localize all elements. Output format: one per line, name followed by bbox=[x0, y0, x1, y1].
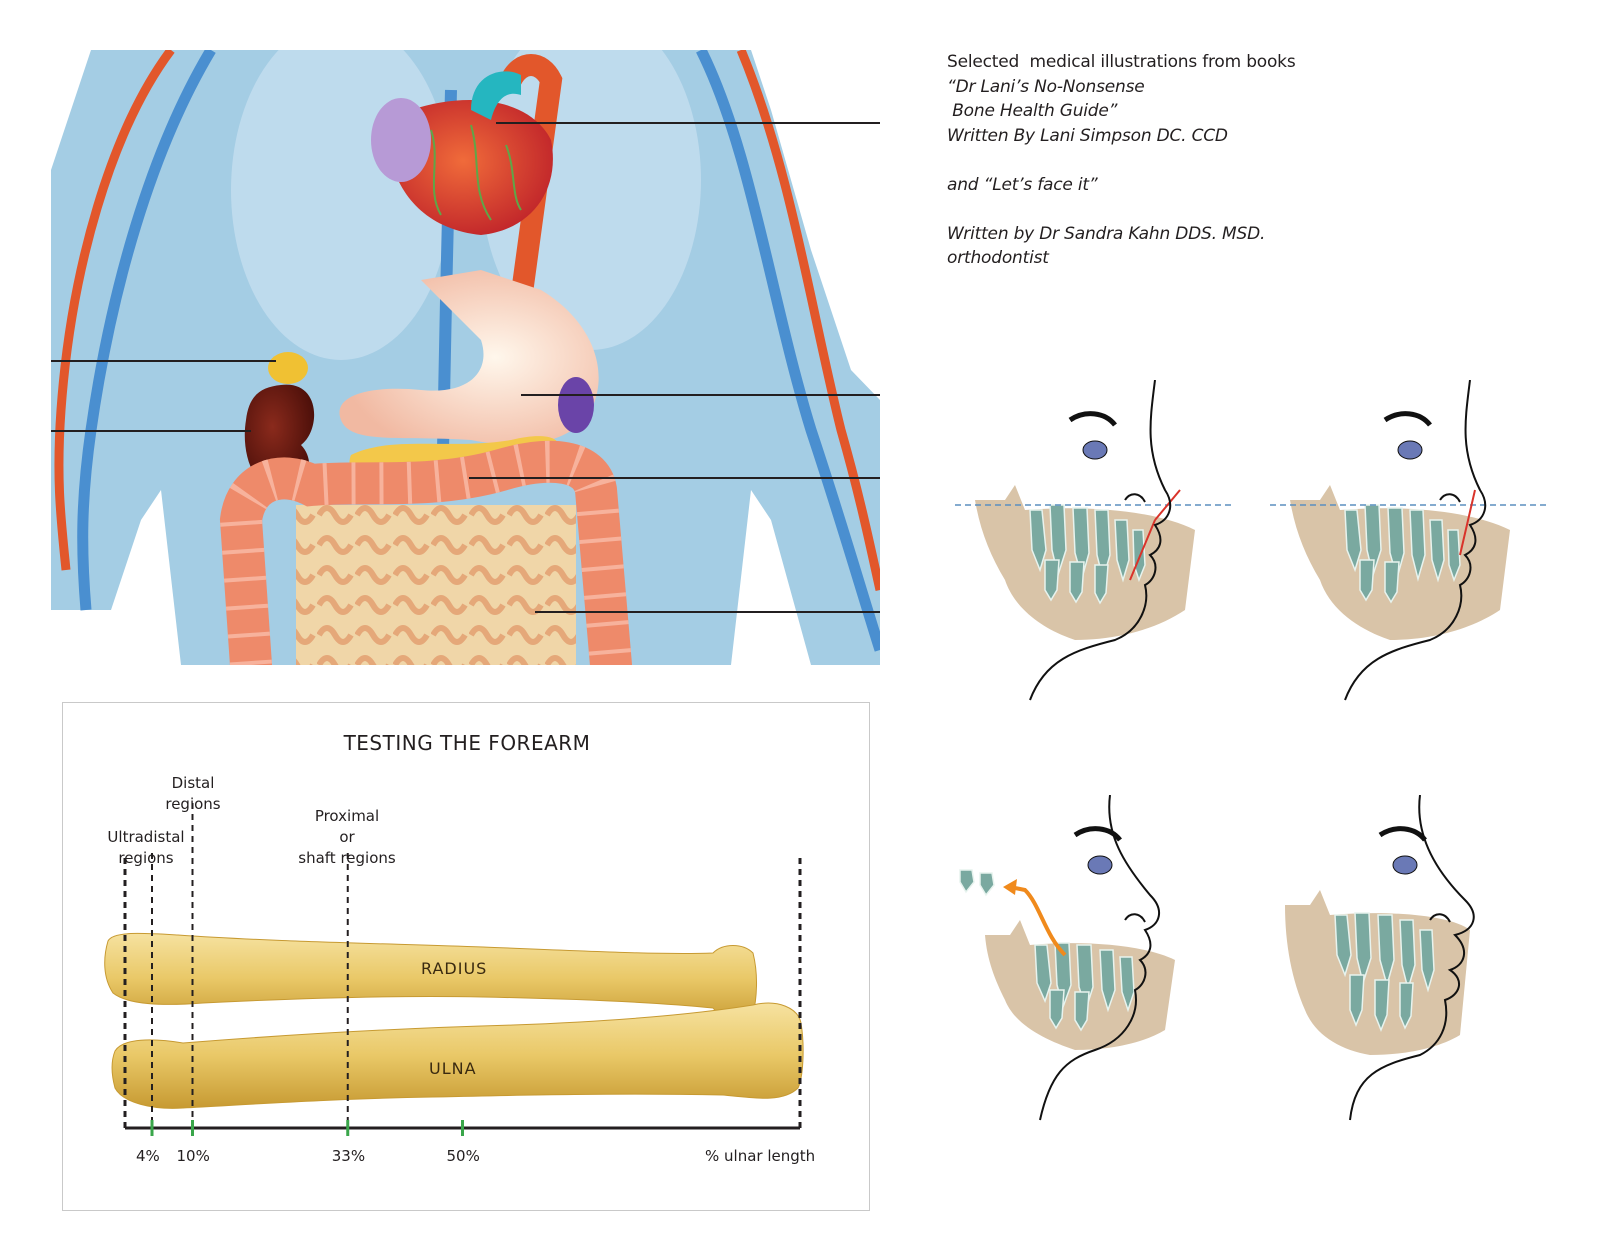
tick-mark-4 bbox=[150, 1120, 154, 1136]
left-arm-artery bbox=[54, 50, 175, 571]
torso-anatomy-figure bbox=[51, 50, 880, 665]
distal-label: Distal regions bbox=[165, 774, 221, 813]
jaw-3-figure bbox=[959, 795, 1175, 1121]
face-profile-3 bbox=[1039, 795, 1160, 1121]
jaw-1-figure bbox=[955, 380, 1235, 701]
caption-line: orthodontist bbox=[947, 248, 1049, 268]
pulmonary-artery bbox=[471, 71, 521, 120]
caption-spacer bbox=[947, 197, 1547, 222]
caption-block: Selected medical illustrations from book… bbox=[947, 50, 1547, 271]
face-profile-4 bbox=[1349, 795, 1475, 1121]
proximal-label: Proximal or shaft regions bbox=[298, 807, 396, 867]
tick-label: 33% bbox=[331, 1147, 366, 1165]
face-profile-2 bbox=[1344, 380, 1487, 701]
tick-mark-33 bbox=[346, 1120, 350, 1136]
large-intestine bbox=[219, 440, 632, 665]
left-arm-vein bbox=[77, 50, 216, 611]
anatomy-illustration bbox=[51, 50, 880, 665]
coronary-vessels bbox=[430, 124, 522, 221]
face-profile-1 bbox=[1029, 380, 1172, 701]
caption-line: “Dr Lani’s No-Nonsense bbox=[947, 76, 1145, 97]
caption-line: Bone Health Guide” bbox=[947, 101, 1118, 121]
jaw-illustration-4 bbox=[1270, 795, 1550, 1125]
right-arm-vein bbox=[696, 50, 880, 652]
right-arm-artery bbox=[736, 50, 880, 591]
caption-line: Selected medical illustrations from book… bbox=[947, 52, 1296, 72]
caption-line: Written By Lani Simpson DC. CCD bbox=[947, 125, 1228, 146]
tick-marks bbox=[150, 1120, 464, 1136]
forearm-drawing bbox=[104, 803, 804, 1136]
forearm-figure: TESTING THE FOREARM Ultradistal regions … bbox=[62, 702, 870, 1211]
tick-label: 50% bbox=[446, 1147, 480, 1165]
radius-label: RADIUS bbox=[421, 959, 488, 978]
stomach bbox=[339, 270, 599, 445]
ulna-bone bbox=[111, 1002, 804, 1109]
tick-mark-50 bbox=[461, 1120, 464, 1136]
region-lines bbox=[123, 803, 802, 1128]
radius-bone bbox=[104, 932, 758, 1026]
caption-line: Written by Dr Sandra Kahn DDS. MSD. bbox=[947, 223, 1266, 244]
ultradistal-label: Ultradistal regions bbox=[107, 828, 185, 867]
jaw-illustration-2 bbox=[1270, 380, 1550, 710]
heart-atrium bbox=[371, 98, 431, 182]
adrenal-gland bbox=[268, 352, 308, 384]
jaw-illustration-3 bbox=[955, 795, 1235, 1125]
tick-label: 10% bbox=[176, 1147, 210, 1165]
axis-label: % ulnar length bbox=[705, 1147, 816, 1165]
tick-label: 4% bbox=[136, 1147, 160, 1165]
jaw-2-figure bbox=[1270, 380, 1550, 701]
caption-line: and “Let’s face it” bbox=[947, 174, 1098, 195]
forearm-title: TESTING THE FOREARM bbox=[343, 731, 591, 755]
spleen bbox=[558, 377, 594, 433]
jaw-4-figure bbox=[1285, 795, 1475, 1121]
jaw-illustration-1 bbox=[955, 380, 1235, 710]
ulna-label: ULNA bbox=[429, 1059, 477, 1078]
caption-spacer bbox=[947, 148, 1547, 173]
tick-mark-10 bbox=[191, 1120, 194, 1136]
small-intestine bbox=[296, 505, 576, 665]
